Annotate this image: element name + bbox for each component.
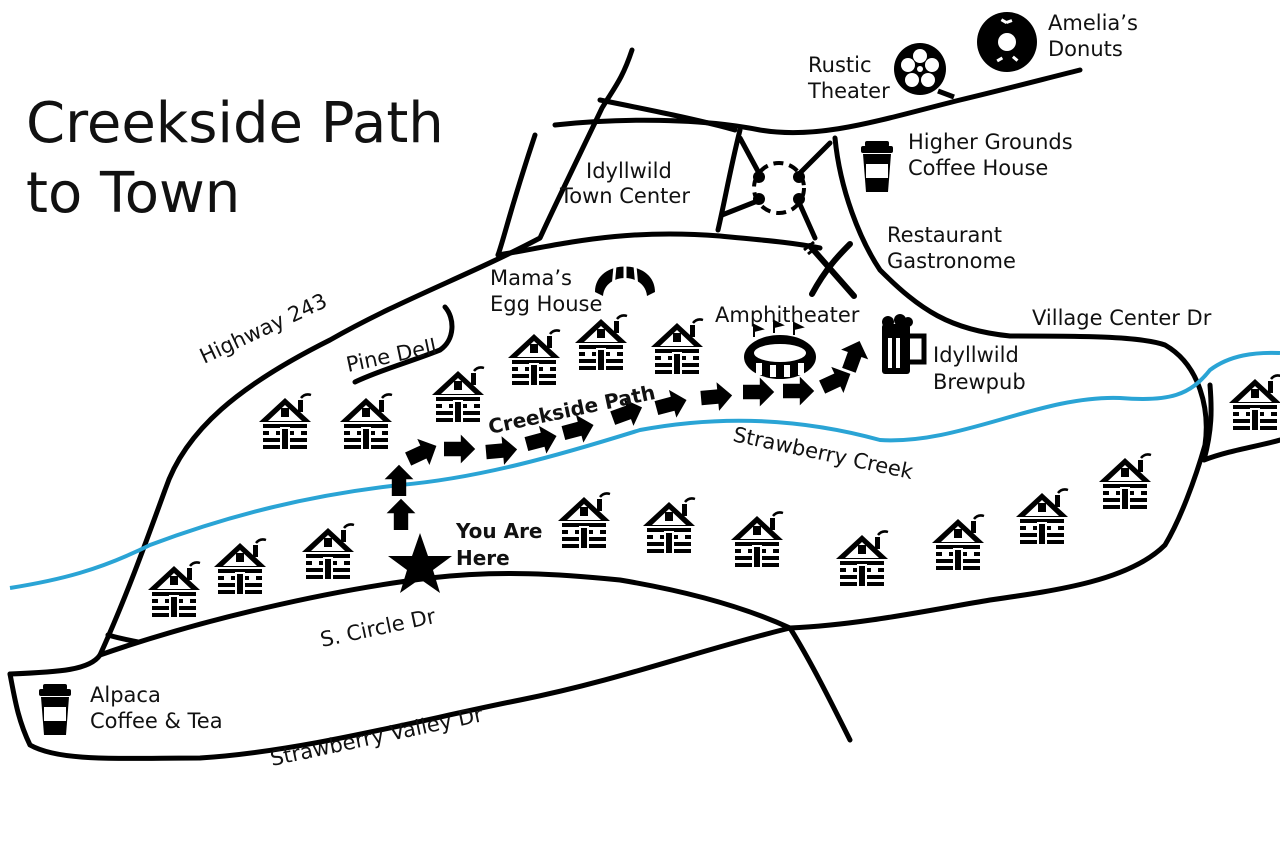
fork-knife-icon xyxy=(803,240,857,299)
top-road xyxy=(552,67,1083,136)
town-center-label-2: Town Center xyxy=(559,184,690,208)
donut-icon xyxy=(977,12,1037,72)
cabin-icon xyxy=(1014,488,1070,546)
village-center-dr-label: Village Center Dr xyxy=(1032,306,1212,330)
rustic-theater-label-2: Theater xyxy=(807,79,890,103)
brewpub-label-2: Brewpub xyxy=(933,370,1026,394)
highway-243-label: Highway 243 xyxy=(196,289,331,369)
mamas-label-1: Mama’s xyxy=(490,266,572,290)
alpaca-label-1: Alpaca xyxy=(90,683,161,707)
brewpub-label-1: Idyllwild xyxy=(933,343,1019,367)
pine-dell-label: Pine Dell xyxy=(344,334,439,377)
cabin-icon xyxy=(430,366,486,424)
stadium-icon xyxy=(744,319,816,379)
strawberry-valley-dr-label: Strawberry Valley Dr xyxy=(268,702,485,771)
strawberry-creek-label: Strawberry Creek xyxy=(731,422,916,484)
restaurant-label-1: Restaurant xyxy=(887,223,1002,247)
cabin-icon xyxy=(146,561,202,619)
cabin-icon xyxy=(930,514,986,572)
cabin-icon xyxy=(338,393,394,451)
map-title-line-1: Creekside Path xyxy=(26,91,444,156)
restaurant-label-2: Gastronome xyxy=(887,249,1016,273)
road-segment xyxy=(1201,382,1280,463)
strawberry-creek xyxy=(9,350,1280,590)
road-segment xyxy=(495,231,823,258)
cabin-icon xyxy=(729,511,785,569)
cabin-icon xyxy=(300,523,356,581)
coffee-cup-icon xyxy=(39,684,71,735)
you-are-here-label-1: You Are xyxy=(455,519,543,543)
cabin-icon xyxy=(506,329,562,387)
beer-mug-icon xyxy=(882,314,927,374)
pine-dell-road xyxy=(352,304,455,385)
cabin-icon xyxy=(1097,453,1153,511)
highway-243-road xyxy=(7,47,635,677)
rustic-theater-label-1: Rustic xyxy=(808,53,872,77)
roundabout xyxy=(719,135,833,241)
cabin-icon xyxy=(649,318,705,376)
mamas-label-2: Egg House xyxy=(490,292,602,316)
road-segment xyxy=(787,135,1209,631)
s-circle-dr-label: S. Circle Dr xyxy=(318,604,438,652)
higher-grounds-label-2: Coffee House xyxy=(908,156,1048,180)
map-title-line-2: to Town xyxy=(26,161,240,226)
cabin-icon xyxy=(212,538,268,596)
cabin-icon xyxy=(573,314,629,372)
cabin-icon xyxy=(1227,374,1280,432)
alpaca-label-2: Coffee & Tea xyxy=(90,709,223,733)
film-reel-icon xyxy=(894,43,955,100)
road-segment xyxy=(715,127,743,233)
amphitheater-label: Amphitheater xyxy=(715,303,860,327)
coffee-cup-icon xyxy=(861,141,893,192)
cabin-icon xyxy=(641,497,697,555)
croissant-icon xyxy=(595,264,655,296)
road-segment xyxy=(105,632,141,645)
amelias-donuts-label-2: Donuts xyxy=(1048,37,1123,61)
road-segment xyxy=(495,132,538,258)
you-are-here-label-2: Here xyxy=(456,546,510,570)
you-are-here-star xyxy=(388,533,452,593)
town-center-label-1: Idyllwild xyxy=(586,159,672,183)
s-circle-road xyxy=(97,571,853,743)
higher-grounds-label-1: Higher Grounds xyxy=(908,130,1073,154)
cabin-icon xyxy=(257,393,313,451)
cabins xyxy=(146,314,1280,619)
cabin-icon xyxy=(556,492,612,550)
amelias-donuts-label-1: Amelia’s xyxy=(1048,11,1138,35)
cabin-icon xyxy=(834,530,890,588)
strawberry-valley-road xyxy=(7,625,793,761)
road-segment xyxy=(597,97,738,133)
